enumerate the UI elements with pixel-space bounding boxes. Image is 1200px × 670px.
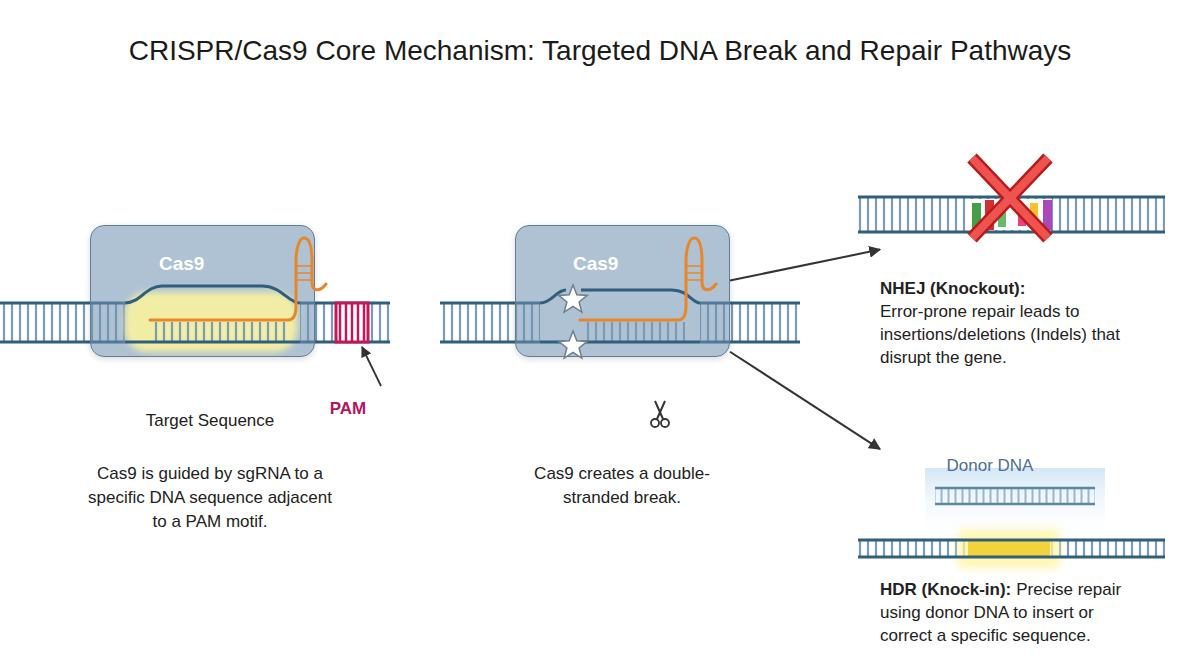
- scissors-icon: [651, 401, 669, 427]
- protein-label: Cas9: [573, 252, 618, 276]
- scissors-handle: [661, 419, 669, 427]
- dna-rungs: [585, 322, 685, 342]
- sgrna-strand: [580, 238, 716, 320]
- text-group: HDR (Knock-in):Precise repair using dono…: [880, 578, 1142, 647]
- knockin-dna: [858, 530, 1165, 568]
- dna-backbone: [935, 487, 1095, 490]
- sgrna-pair: [686, 279, 702, 281]
- step-caption: Cas9 creates a double-stranded break.: [522, 462, 722, 510]
- pam-rung: [345, 304, 348, 341]
- dna-helix-open: [540, 290, 700, 342]
- pam-rung: [357, 304, 360, 341]
- scissors-handle: [651, 419, 659, 427]
- insert-glow: [958, 530, 1060, 568]
- protein-label: Cas9: [159, 252, 204, 276]
- dna-backbone: [540, 290, 700, 303]
- sgrna: [150, 238, 326, 320]
- dna-backbone: [858, 539, 1165, 542]
- donor-glow: [925, 468, 1105, 540]
- dna-rungs: [935, 488, 1095, 504]
- sgrna-pair: [296, 272, 312, 274]
- cross-stroke: [972, 158, 1048, 238]
- motif-label: PAM: [322, 397, 374, 421]
- outcome-panel: NHEJ (Knockout):Error-prone repair leads…: [880, 185, 1170, 375]
- inserted-sequence: [968, 541, 1050, 556]
- dna-backbone: [540, 341, 700, 344]
- sgrna-pair: [686, 265, 702, 267]
- dna-helix-open: [125, 286, 300, 342]
- flow-arrow: [730, 250, 880, 281]
- molecule-label: Donor DNA: [930, 454, 1050, 478]
- sgrna-pair: [296, 279, 312, 281]
- cross-stroke: [972, 158, 1048, 238]
- dna-backbone: [125, 341, 300, 344]
- outcome-panel: HDR (Knock-in):Precise repair using dono…: [880, 445, 1170, 650]
- scissors-blade: [657, 401, 665, 419]
- sgrna-strand: [150, 238, 326, 320]
- dna-rungs: [150, 322, 290, 342]
- target-highlight: [125, 292, 297, 352]
- outcome-description: Error-prone repair leads to insertions/d…: [880, 300, 1130, 369]
- connector-group: [730, 250, 880, 450]
- cut-burst: [559, 331, 588, 358]
- sgrna: [580, 238, 716, 320]
- text-group: Cas9: [159, 252, 204, 276]
- disruption-cross: [972, 158, 1048, 238]
- text-group: NHEJ (Knockout):Error-prone repair leads…: [880, 277, 1130, 369]
- text-group: Cas9: [573, 252, 618, 276]
- dna-backbone: [935, 503, 1095, 506]
- sgrna-pair: [296, 265, 312, 267]
- pointer-arrow: [362, 347, 381, 386]
- flow-arrow: [730, 352, 880, 449]
- donor-dna: [925, 468, 1105, 540]
- dna-backbone: [858, 231, 1165, 234]
- outcome-heading: NHEJ (Knockout):: [880, 277, 1130, 300]
- pam-outline: [336, 303, 368, 342]
- pam-rung: [351, 304, 354, 341]
- dna-backbone: [858, 556, 1165, 559]
- region-label: Target Sequence: [120, 409, 300, 433]
- sgrna-pair: [686, 272, 702, 274]
- pam-background: [336, 304, 368, 341]
- diagram-title: CRISPR/Cas9 Core Mechanism: Targeted DNA…: [0, 34, 1200, 68]
- dna-backbone: [125, 286, 300, 303]
- cross-stroke: [972, 158, 1048, 238]
- dna-rungs: [858, 540, 1165, 557]
- cut-burst: [559, 285, 588, 312]
- protein-box: Cas9: [515, 225, 730, 357]
- pam-rung: [339, 304, 342, 341]
- knockout-dna: [858, 158, 1165, 238]
- step-caption: Cas9 is guided by sgRNA to a specific DN…: [79, 462, 341, 534]
- scissors-blade: [655, 401, 663, 419]
- pam-motif: [336, 303, 368, 342]
- protein-box: Cas9: [90, 225, 315, 357]
- cross-stroke: [972, 158, 1048, 238]
- pam-rung: [363, 304, 366, 341]
- outcome-heading: HDR (Knock-in):: [880, 580, 1011, 599]
